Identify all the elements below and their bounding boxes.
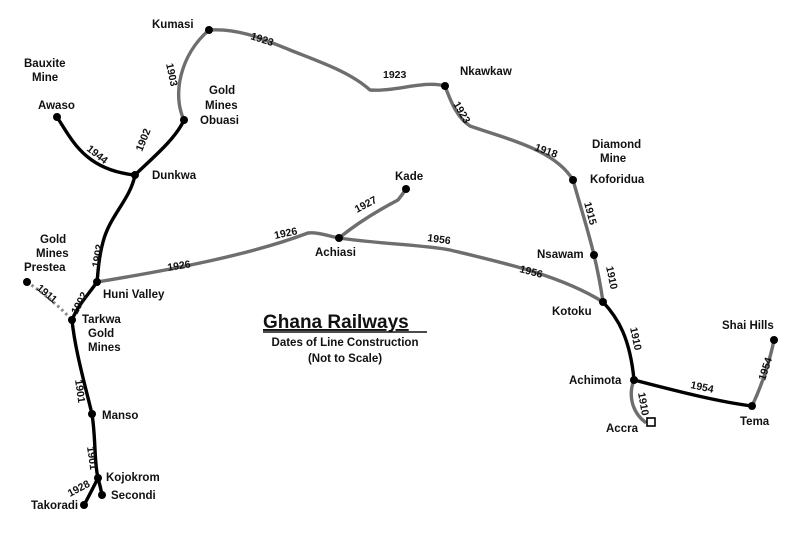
label-accra: Accra — [606, 423, 639, 435]
label-gold-mines-obuasi-1: Gold — [209, 85, 235, 97]
label-kojokrom: Kojokrom — [106, 472, 160, 484]
station-achiasi — [335, 234, 343, 242]
line-kumasi-nkawkaw — [207, 28, 447, 92]
label-achimota: Achimota — [569, 375, 622, 387]
label-gold-mines-prestea-1: Gold — [40, 234, 66, 246]
year-achiasi-kotoku-east: 1956 — [518, 263, 544, 281]
map-subtitle-line-1: Dates of Line Construction — [272, 337, 419, 349]
label-shai-hills: Shai Hills — [722, 320, 774, 332]
label-gold-mines-prestea-2: Mines — [36, 248, 69, 260]
station-prestea — [23, 278, 31, 286]
label-diamond-mine-2: Mine — [600, 153, 626, 165]
year-nsawam-kotoku: 1910 — [603, 265, 620, 290]
year-to-koforidua: 1918 — [533, 142, 559, 161]
label-secondi: Secondi — [111, 490, 156, 502]
place-labels: Kumasi Bauxite Mine Awaso Gold Mines Obu… — [24, 19, 774, 512]
label-tarkwa: Tarkwa — [82, 314, 121, 326]
label-awaso: Awaso — [38, 100, 75, 112]
year-achimota-tema: 1954 — [689, 379, 714, 396]
year-achiasi-kotoku-west: 1956 — [427, 232, 452, 247]
railway-lines — [26, 28, 776, 507]
label-nsawam: Nsawam — [537, 249, 584, 261]
year-kotoku-achimota: 1910 — [627, 326, 644, 351]
label-kumasi: Kumasi — [152, 19, 194, 31]
line-awaso-dunkwa — [55, 115, 137, 177]
label-kade: Kade — [395, 171, 423, 183]
year-kumasi-east: 1923 — [249, 30, 275, 49]
line-achimota-tema — [632, 378, 754, 408]
line-tema-shai-hills — [750, 338, 776, 408]
line-tarkwa-manso — [70, 318, 94, 416]
line-koforidua-nsawam — [571, 178, 596, 257]
label-gold-mines-obuasi-3: Obuasi — [200, 115, 239, 127]
label-tema: Tema — [740, 416, 770, 428]
label-huni-valley: Huni Valley — [103, 289, 165, 301]
label-gold-mines-obuasi-2: Mines — [205, 100, 238, 112]
label-gold-mines-tarkwa-2: Mines — [88, 342, 121, 354]
station-tema — [748, 402, 756, 410]
label-nkawkaw: Nkawkaw — [460, 66, 512, 78]
station-obuasi — [180, 116, 188, 124]
station-accra — [646, 417, 656, 427]
label-gold-mines-tarkwa-1: Gold — [88, 328, 114, 340]
year-labels: 1923 1923 1923 1918 1915 1910 1910 1910 … — [34, 30, 775, 499]
station-dunkwa — [131, 171, 139, 179]
station-kumasi — [205, 26, 213, 34]
year-obuasi-kumasi: 1903 — [163, 62, 180, 87]
year-huni-dunkwa: 1902 — [90, 243, 106, 268]
line-huni-dunkwa — [95, 173, 137, 284]
station-huni-valley — [93, 278, 101, 286]
line-nsawam-kotoku — [592, 253, 605, 304]
station-achimota — [630, 376, 638, 384]
label-bauxite-mine-2: Mine — [32, 72, 58, 84]
line-nkawkaw-koforidua — [443, 84, 575, 182]
year-tarkwa-manso: 1901 — [72, 379, 87, 404]
line-huni-achiasi — [95, 231, 341, 284]
map-title: Ghana Railways — [263, 312, 409, 333]
station-shai-hills — [770, 336, 778, 344]
year-manso-kojokrom: 1901 — [84, 446, 99, 471]
label-kotoku: Kotoku — [552, 306, 592, 318]
map-subtitle-line-2: (Not to Scale) — [308, 353, 382, 365]
station-takoradi — [80, 501, 88, 509]
line-prestea-tarkwa — [26, 280, 74, 322]
year-huni-achiasi-east: 1926 — [273, 225, 298, 242]
station-secondi — [98, 491, 106, 499]
title-block: Ghana Railways Dates of Line Constructio… — [263, 312, 427, 365]
label-koforidua: Koforidua — [590, 174, 645, 186]
year-mid-north: 1923 — [383, 69, 407, 81]
stations — [23, 26, 778, 509]
year-huni-achiasi-west: 1926 — [167, 258, 192, 274]
year-tema-shai: 1954 — [756, 356, 775, 382]
label-manso: Manso — [102, 410, 138, 422]
line-obuasi-kumasi — [176, 28, 211, 122]
label-bauxite-mine-1: Bauxite — [24, 58, 66, 70]
label-achiasi: Achiasi — [315, 247, 356, 259]
line-dunkwa-obuasi — [133, 118, 186, 177]
line-kotoku-achimota — [601, 300, 636, 382]
station-koforidua — [569, 176, 577, 184]
label-dunkwa: Dunkwa — [152, 170, 197, 182]
station-awaso — [53, 113, 61, 121]
label-prestea: Prestea — [24, 262, 66, 274]
year-nkawkaw-south: 1923 — [450, 100, 472, 126]
line-achiasi-kotoku — [337, 236, 605, 304]
line-manso-kojokrom — [90, 412, 100, 480]
station-manso — [88, 410, 96, 418]
station-kotoku — [599, 298, 607, 306]
station-nsawam — [590, 251, 598, 259]
year-achimota-accra: 1910 — [635, 391, 651, 416]
year-koforidua-nsawam: 1915 — [581, 201, 599, 227]
year-dunkwa-obuasi: 1902 — [134, 127, 154, 153]
station-kade — [402, 185, 410, 193]
station-nkawkaw — [441, 82, 449, 90]
label-diamond-mine-1: Diamond — [592, 139, 641, 151]
station-tarkwa — [68, 316, 76, 324]
label-takoradi: Takoradi — [31, 500, 78, 512]
station-kojokrom — [94, 474, 102, 482]
